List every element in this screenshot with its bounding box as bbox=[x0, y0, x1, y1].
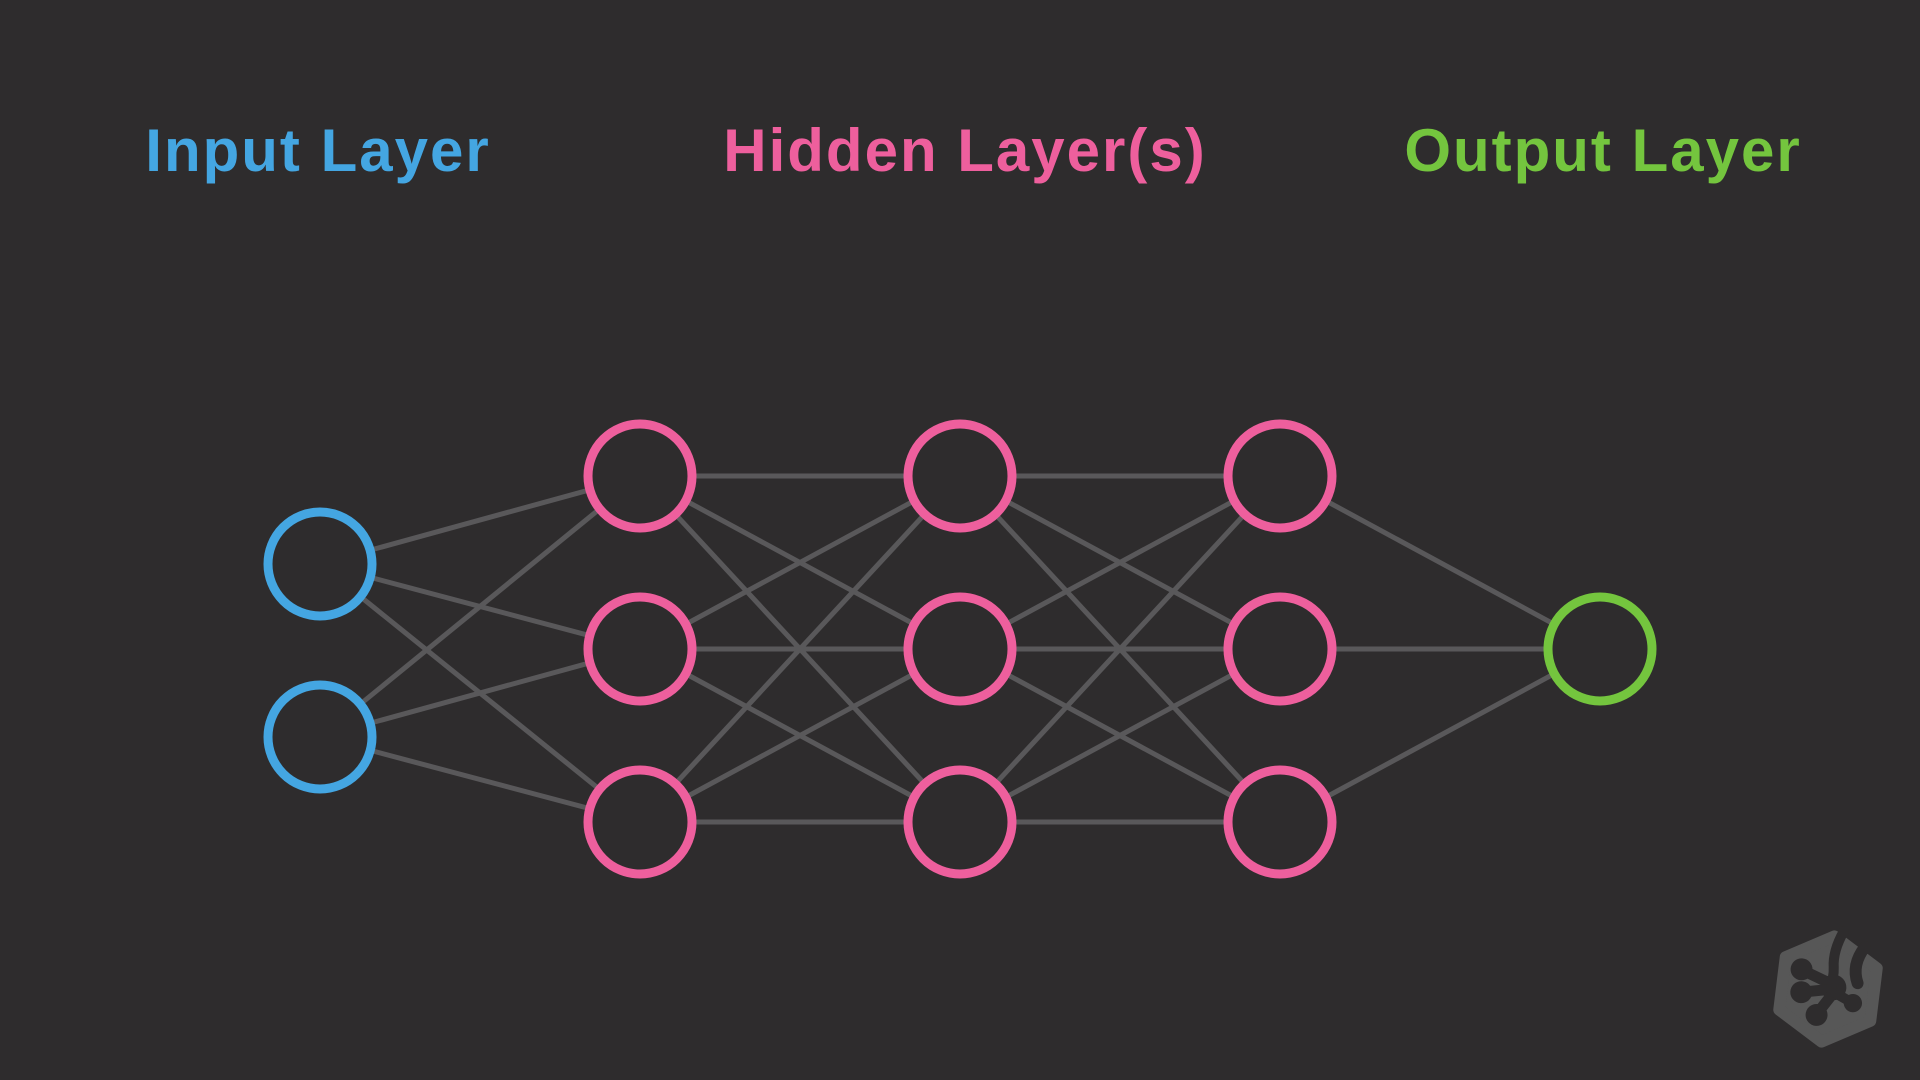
output-layer-label: Output Layer bbox=[1404, 117, 1802, 184]
edge-hidden-1-to-hidden-2 bbox=[638, 474, 962, 824]
edge-hidden-2-to-hidden-3 bbox=[958, 474, 1282, 824]
hidden-3-node-2 bbox=[1223, 592, 1337, 706]
treehouse-logo-icon bbox=[1773, 926, 1883, 1048]
input-node-1 bbox=[263, 507, 377, 621]
layer-hidden-2 bbox=[903, 419, 1017, 879]
edge-hidden-1-to-hidden-2 bbox=[638, 473, 962, 652]
logo-frog-foot bbox=[1790, 926, 1871, 1026]
hidden-1-node-2 bbox=[583, 592, 697, 706]
hidden-1-node-1 bbox=[583, 419, 697, 533]
layer-input bbox=[263, 507, 377, 794]
input-node-2 bbox=[263, 680, 377, 794]
edge-hidden-2-to-hidden-3 bbox=[958, 646, 1282, 825]
layer-hidden-1 bbox=[583, 419, 697, 879]
edge-hidden-1-to-hidden-2 bbox=[638, 646, 962, 825]
hidden-3-node-1 bbox=[1223, 419, 1337, 533]
hidden-2-node-2 bbox=[903, 592, 1017, 706]
logo-badge bbox=[1773, 926, 1883, 1048]
hidden-3-node-3 bbox=[1223, 765, 1337, 879]
output-node-1 bbox=[1543, 592, 1657, 706]
edge-hidden-3-to-output bbox=[1278, 646, 1602, 825]
hidden-layer-label: Hidden Layer(s) bbox=[723, 117, 1207, 184]
input-layer-label: Input Layer bbox=[145, 117, 491, 184]
layer-output bbox=[1543, 592, 1657, 706]
hidden-2-node-1 bbox=[903, 419, 1017, 533]
edge-hidden-2-to-hidden-3 bbox=[958, 473, 1282, 652]
hidden-1-node-3 bbox=[583, 765, 697, 879]
layer-hidden-3 bbox=[1223, 419, 1337, 879]
edge-input-to-hidden-1 bbox=[318, 474, 642, 739]
edge-hidden-3-to-output bbox=[1278, 473, 1602, 652]
hidden-2-node-3 bbox=[903, 765, 1017, 879]
